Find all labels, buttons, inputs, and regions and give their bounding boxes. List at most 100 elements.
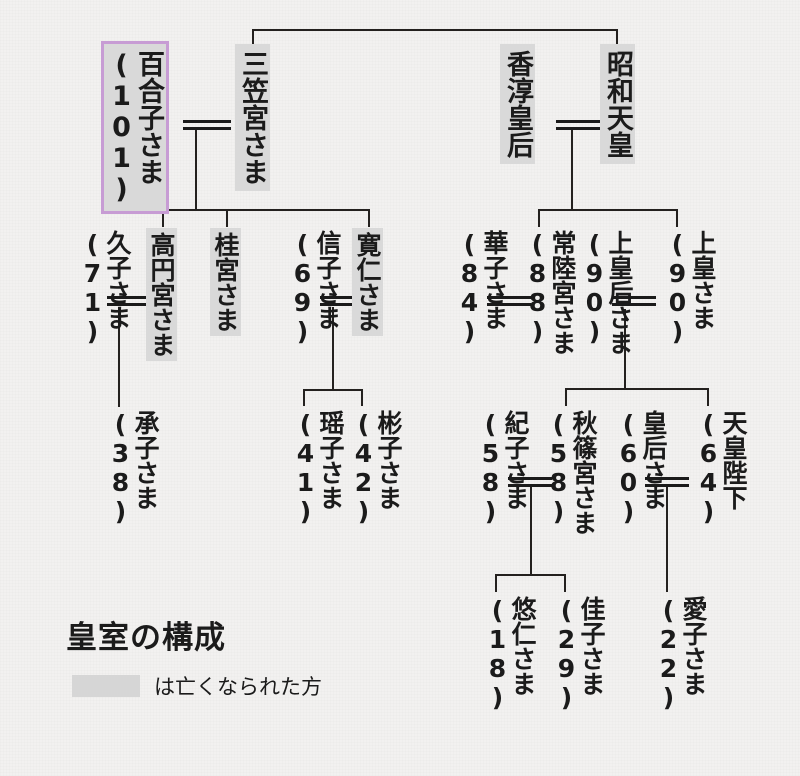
person-age: (22) [654, 596, 683, 712]
person-name: 彬子さま [374, 410, 403, 510]
connector-tomohito-descent [332, 307, 334, 390]
person-age: (90) [580, 230, 609, 346]
connector-tenno-descent [666, 487, 668, 592]
person-name: 常陸宮さま [548, 230, 577, 355]
person-name: 紀子さま [501, 410, 530, 510]
person-age: (18) [483, 596, 512, 712]
connector-drop-tomohito [368, 209, 370, 227]
person-age: (90) [663, 230, 692, 346]
connector-top-drop-mikasa [252, 29, 254, 45]
connector-drop-hisahito [495, 574, 497, 592]
connector-drop-yoko [303, 389, 305, 406]
person-node-kiko[interactable]: 紀子さま (58) [476, 408, 530, 528]
person-age: (58) [476, 410, 505, 526]
connector-drop-kako [564, 574, 566, 592]
person-node-mikasa[interactable]: 三笠宮さま [235, 44, 270, 191]
marriage-bar-joko-jokogo [612, 296, 656, 306]
connector-drop-katsura [226, 209, 228, 227]
page-title: 皇室の構成 [66, 620, 226, 656]
person-node-aiko[interactable]: 愛子さま (22) [654, 594, 708, 714]
person-node-hisako[interactable]: 久子さま (71) [78, 228, 132, 348]
connector-joko-children-bar [565, 388, 707, 390]
person-name: 高円宮さま [147, 232, 176, 357]
person-node-nobuko[interactable]: 信子さま (69) [288, 228, 342, 348]
connector-akishino-descent [530, 487, 532, 575]
person-name: 皇后さま [639, 410, 668, 510]
person-name: 昭和天皇 [602, 50, 633, 158]
person-name: 愛子さま [679, 596, 708, 696]
person-age: (60) [614, 410, 643, 526]
person-node-kogo[interactable]: 皇后さま (60) [614, 408, 668, 528]
marriage-bar-hitachi-hanako [487, 296, 531, 306]
person-name: 上皇后さま [605, 230, 634, 355]
legend-swatch-deceased [72, 675, 140, 697]
connector-showa-descent [571, 130, 573, 210]
person-name: 天皇陛下 [719, 410, 748, 510]
connector-mikasa-children-bar [162, 209, 370, 211]
person-name: 信子さま [313, 230, 342, 330]
connector-showa-children-bar [538, 209, 676, 211]
person-name: 久子さま [103, 230, 132, 330]
person-node-hisahito[interactable]: 悠仁さま (18) [483, 594, 537, 714]
person-node-akiko[interactable]: 彬子さま (42) [349, 408, 403, 528]
connector-takamado-descent [118, 307, 120, 407]
person-node-joko[interactable]: 上皇さま (90) [663, 228, 717, 348]
person-node-kako[interactable]: 佳子さま (29) [552, 594, 606, 714]
person-name: 佳子さま [577, 596, 606, 696]
connector-tomohito-children-bar [303, 389, 363, 391]
connector-drop-akishino [565, 388, 567, 406]
marriage-bar-mikasa-yuriko [183, 120, 231, 130]
connector-drop-takamado [162, 209, 164, 227]
marriage-bar-showa-kojun [556, 120, 604, 130]
person-name: 三笠宮さま [237, 50, 268, 185]
person-name: 華子さま [480, 230, 509, 330]
person-node-tenno[interactable]: 天皇陛下 (64) [694, 408, 748, 528]
connector-drop-hitachi [538, 209, 540, 227]
person-name: 寛仁さま [353, 232, 382, 332]
person-age: (41) [291, 410, 320, 526]
person-age: (84) [455, 230, 484, 346]
legend: は亡くなられた方 [72, 671, 322, 701]
person-age: (69) [288, 230, 317, 346]
person-age: (29) [552, 596, 581, 712]
marriage-bar-tenno-kogo [645, 477, 689, 487]
person-node-yoko[interactable]: 瑶子さま (41) [291, 408, 345, 528]
person-name: 悠仁さま [508, 596, 537, 696]
person-age: (42) [349, 410, 378, 526]
person-node-takamado[interactable]: 高円宮さま [146, 228, 177, 361]
person-node-showa[interactable]: 昭和天皇 [600, 44, 635, 164]
marriage-bar-tomohito-nobuko [320, 296, 364, 306]
person-age: (38) [106, 410, 135, 526]
person-age: (88) [523, 230, 552, 346]
person-age: (58) [544, 410, 573, 526]
connector-drop-tenno [707, 388, 709, 406]
person-name: 桂宮さま [211, 232, 240, 332]
person-age: (64) [694, 410, 723, 526]
marriage-bar-akishino-kiko [508, 477, 552, 487]
legend-label: は亡くなられた方 [154, 675, 322, 699]
person-name: 上皇さま [688, 230, 717, 330]
person-node-hitachi[interactable]: 常陸宮さま (88) [523, 228, 577, 357]
person-node-yuriko[interactable]: 百合子さま (101) [101, 41, 169, 214]
person-node-hanako[interactable]: 華子さま (84) [455, 228, 509, 348]
person-name: 瑶子さま [316, 410, 345, 510]
person-name: 承子さま [131, 410, 160, 510]
person-name: 秋篠宮さま [569, 410, 598, 535]
person-node-tsuguko[interactable]: 承子さま (38) [106, 408, 160, 528]
person-node-tomohito[interactable]: 寛仁さま [352, 228, 383, 336]
connector-drop-akiko [361, 389, 363, 406]
person-node-kojun[interactable]: 香淳皇后 [500, 44, 535, 164]
person-node-jokogo[interactable]: 上皇后さま (90) [580, 228, 634, 357]
person-age: (101) [106, 50, 137, 205]
person-node-katsura[interactable]: 桂宮さま [210, 228, 241, 336]
title-block: 皇室の構成 は亡くなられた方 [66, 612, 322, 701]
connector-joko-descent [624, 309, 626, 389]
person-name: 百合子さま [133, 50, 164, 185]
connector-drop-joko [676, 209, 678, 227]
connector-mikasa-descent [195, 130, 197, 210]
person-name: 香淳皇后 [502, 50, 533, 158]
person-node-akishino[interactable]: 秋篠宮さま (58) [544, 408, 598, 537]
marriage-bar-takamado-hisako [107, 296, 151, 306]
person-age: (71) [78, 230, 107, 346]
